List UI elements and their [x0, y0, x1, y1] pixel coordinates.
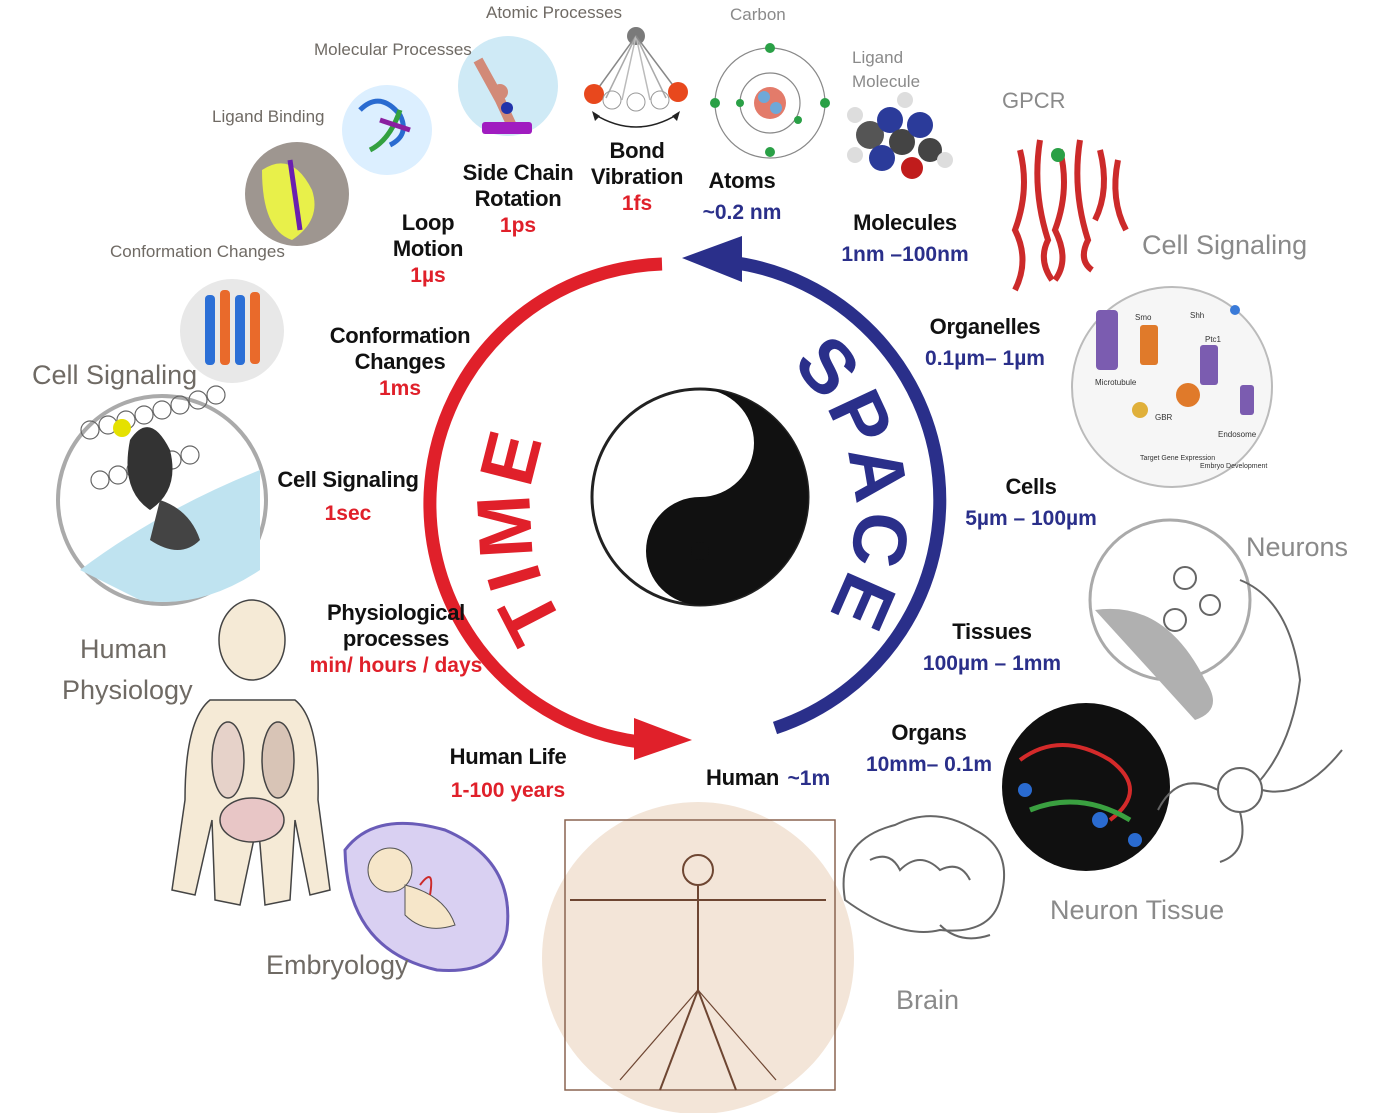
human-physiology-label-line2: Physiology: [62, 675, 193, 705]
space-label-value: 5µm – 100µm: [965, 507, 1097, 531]
space-molecules: Molecules 1nm –100nm: [841, 210, 968, 268]
space-tissues: Tissues 100µm – 1mm: [923, 619, 1061, 677]
gpcr-label: GPCR: [1002, 88, 1066, 113]
time-arc: [423, 257, 663, 749]
ligand-molecule-label-line1: Ligand: [852, 48, 904, 67]
time-arrowhead: [634, 718, 692, 760]
ligand-molecule-label-line2: Molecule: [852, 72, 921, 91]
time-label-name: Cell Signaling: [277, 467, 419, 492]
time-label-value: 1sec: [324, 502, 372, 526]
embryology-label: Embryology: [266, 950, 409, 980]
atomic-processes-label: Atomic Processes: [486, 3, 623, 22]
time-bond-vibration: Bond Vibration 1fs: [590, 138, 684, 216]
human-physiology-label-line1: Human: [80, 634, 168, 664]
space-label-name: Organs: [891, 720, 967, 745]
neurons-illustration: [1088, 518, 1343, 863]
space-label-value: 1nm –100nm: [841, 243, 969, 267]
time-label-name: Bond: [609, 138, 665, 163]
space-label-name: Cells: [1005, 474, 1057, 499]
organelles-diagram: [1071, 286, 1273, 488]
yin-yang-icon: [590, 387, 810, 607]
time-physiological-processes: Physiological processes min/ hours / day…: [310, 600, 483, 678]
molecular-processes-label: Molecular Processes: [314, 40, 472, 59]
carbon-atom-icon: [710, 43, 830, 159]
time-label-name-line2: Changes: [354, 349, 446, 375]
time-label-name-line2: Motion: [392, 236, 464, 262]
conformation-changes-bubble: [180, 279, 284, 383]
time-label-value: 1µs: [410, 263, 446, 287]
neurons-label: Neurons: [1246, 532, 1349, 562]
space-label-name: Molecules: [853, 210, 957, 235]
space-label-value: 100µm – 1mm: [922, 652, 1062, 676]
space-label-name: Tissues: [952, 619, 1032, 644]
brain-label: Brain: [896, 985, 960, 1015]
time-label-value: 1-100 years: [450, 779, 566, 803]
space-cells: Cells 5µm – 100µm: [965, 474, 1097, 532]
time-label-name: Human Life: [449, 744, 567, 769]
time-label-name: Loop: [401, 210, 455, 235]
time-label-value: min/ hours / days: [309, 653, 483, 677]
time-label-name: Side Chain: [462, 160, 574, 185]
carbon-label: Carbon: [730, 5, 786, 24]
space-label-name: Atoms: [708, 168, 776, 193]
time-label-name-line2: processes: [342, 626, 450, 652]
cell-signaling-right-label: Cell Signaling: [1142, 230, 1308, 260]
human-physiology-illustration: [171, 599, 331, 906]
neuron-tissue-label: Neuron Tissue: [1050, 895, 1225, 925]
neuron-tissue-illustration: [1002, 703, 1170, 871]
time-label-name: Physiological: [327, 600, 465, 625]
embryology-illustration: [343, 821, 510, 972]
molecular-process-bubble: [342, 85, 432, 175]
time-conformation-changes: Conformation Changes 1ms: [330, 323, 471, 401]
time-loop-motion: Loop Motion 1µs: [392, 210, 464, 288]
ligand-binding-label: Ligand Binding: [212, 107, 325, 126]
gpcr-icon: [1011, 139, 1129, 292]
cell-signaling-left-label: Cell Signaling: [32, 360, 198, 390]
space-atoms: Atoms ~0.2 nm: [703, 168, 782, 226]
space-label-value: 10mm– 0.1m: [865, 753, 993, 777]
space-organs: Organs 10mm– 0.1m: [866, 720, 992, 778]
cell-signaling-bubble-left: [56, 385, 268, 606]
time-human-life: Human Life 1-100 years: [450, 744, 567, 804]
vitruvian-man-illustration: [542, 802, 854, 1113]
time-label-value: 1fs: [621, 191, 653, 215]
conformation-changes-label: Conformation Changes: [110, 242, 285, 261]
atomic-process-bubble: [458, 36, 558, 136]
space-organelles: Organelles 0.1µm– 1µm: [925, 314, 1045, 372]
space-arrowhead: [682, 236, 742, 282]
time-label-name-line2: Rotation: [474, 186, 562, 212]
space-label-name: Human: [706, 765, 780, 790]
space-label-value: ~0.2 nm: [702, 201, 782, 225]
space-human: Human ~1m: [706, 765, 830, 791]
bond-vibration-icon: [584, 27, 688, 128]
space-label-value: 0.1µm– 1µm: [925, 347, 1045, 371]
time-label-name-line2: Vibration: [590, 164, 684, 190]
space-arc: [729, 255, 947, 735]
time-label-value: 1ms: [378, 376, 422, 400]
time-side-chain-rotation: Side Chain Rotation 1ps: [463, 160, 574, 238]
space-label-name: Organelles: [929, 314, 1041, 339]
ligand-molecule-icon: [847, 92, 953, 179]
time-label-value: 1ps: [499, 213, 537, 237]
space-label-value: ~1m: [787, 767, 831, 790]
time-label-name: Conformation: [329, 323, 471, 348]
brain-illustration: [842, 815, 1006, 940]
ligand-binding-bubble: [245, 142, 349, 246]
time-cell-signaling: Cell Signaling 1sec: [277, 467, 419, 527]
